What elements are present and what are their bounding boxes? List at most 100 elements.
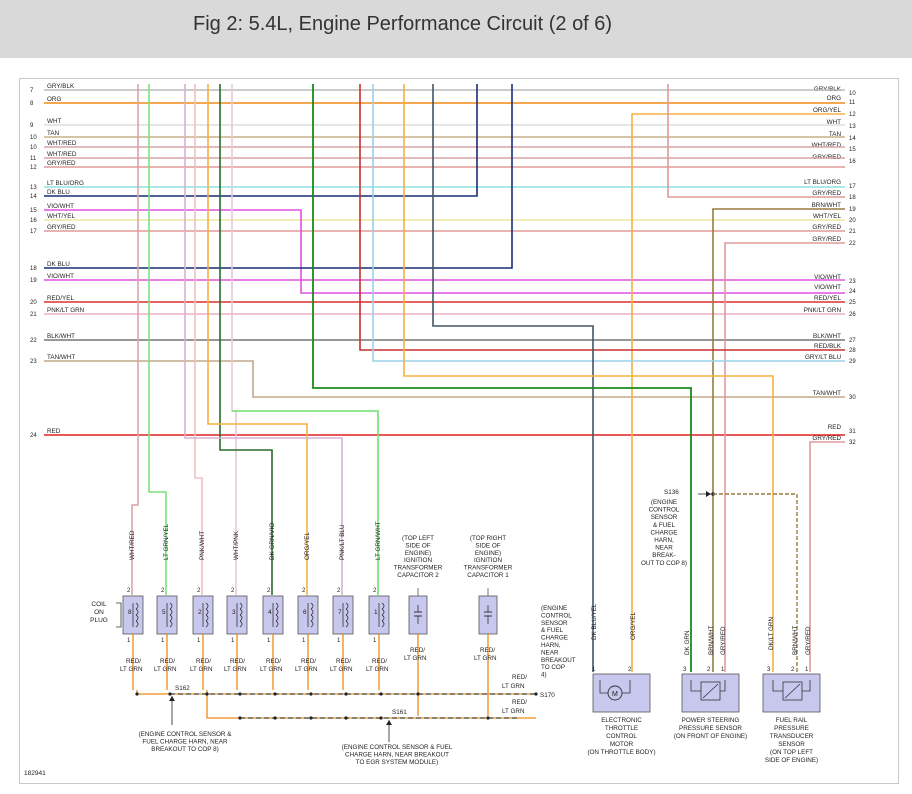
coil-on-plug-label: ON <box>94 609 104 616</box>
component-wire-label: ORG/YEL <box>630 612 637 640</box>
coil-number: 1 <box>374 609 378 616</box>
right-pin-number: 30 <box>849 395 856 401</box>
left-pin-number: 11 <box>30 156 37 162</box>
component-pin: 3 <box>767 667 771 673</box>
splice-dot <box>135 692 139 696</box>
coil-wire-label: LT GRN/YEL <box>163 523 170 560</box>
dk-blu-yel-wire <box>432 84 594 672</box>
note-cop4: CHARGE <box>541 635 568 642</box>
left-wire-label: WHT/RED <box>47 140 77 147</box>
red-lt-grn-label: LT GRN <box>366 666 389 673</box>
red-lt-grn-label: RED/ <box>512 674 527 681</box>
note-s136: OUT TO COP 8) <box>641 560 687 567</box>
right-pin-number: 29 <box>849 359 856 365</box>
pin-label: 1 <box>231 638 235 644</box>
note-cop8-bottom: BREAKOUT TO COP 8) <box>151 746 218 753</box>
coil-wire-label: WHT/RED <box>129 530 136 560</box>
note-cop4: BREAKOUT <box>541 657 576 664</box>
motor-lead <box>599 680 608 694</box>
coil-winding <box>345 602 349 610</box>
left-pin-number: 21 <box>30 312 37 318</box>
pin-label: 2 <box>127 588 131 594</box>
note-cop8-bottom: (ENGINE CONTROL SENSOR & <box>139 731 233 738</box>
component-name: ELECTRONIC <box>601 717 642 724</box>
right-pin-number: 11 <box>849 100 856 106</box>
component-name: THROTTLE <box>605 725 638 732</box>
sensor-lead <box>772 680 783 692</box>
brn-wht-wire-r <box>712 208 845 672</box>
left-wire-label: VIO/WHT <box>47 273 74 280</box>
coil-number: 3 <box>232 609 236 616</box>
note-cop4: 4) <box>541 672 547 679</box>
red-lt-grn-label: LT GRN <box>502 708 525 715</box>
coil-number: 5 <box>162 609 166 616</box>
left-wire-label: WHT/YEL <box>47 213 75 220</box>
coil-winding <box>310 614 314 622</box>
splice-dot <box>486 716 490 720</box>
right-wire-label: ORG <box>827 95 841 102</box>
coil-wire-label: DK GRN/VIO <box>269 523 276 560</box>
coil-winding <box>310 620 314 628</box>
red-lt-grn-label: LT GRN <box>295 666 318 673</box>
right-pin-number: 32 <box>849 440 856 446</box>
gry-red-wire-r2 <box>724 242 845 672</box>
splice-dot <box>309 692 313 696</box>
component-pin: 1 <box>721 667 725 673</box>
capacitor-label: SIDE OF <box>405 542 430 549</box>
note-cop4: HARN, <box>541 642 561 649</box>
component-name: SENSOR <box>778 741 805 748</box>
red-lt-grn-label: RED/ <box>160 658 175 665</box>
left-wire-label: GRY/RED <box>47 160 76 167</box>
gry-lt-blu-wire <box>372 84 845 362</box>
note-cop4: & FUEL <box>541 627 564 634</box>
pin-label: 1 <box>337 638 341 644</box>
note-cop4: TO COP <box>541 664 565 671</box>
coil-wire-dk-grn-vio <box>219 84 273 595</box>
pin-label: 1 <box>127 638 131 644</box>
left-pin-number: 22 <box>30 338 37 344</box>
pin-label: 2 <box>197 588 201 594</box>
component-box <box>681 673 740 713</box>
coil-winding <box>169 620 173 628</box>
coil-winding <box>205 602 209 610</box>
coil-winding <box>310 608 314 616</box>
coil-winding <box>275 620 279 628</box>
pin-label: 1 <box>302 638 306 644</box>
right-pin-number: 26 <box>849 312 856 318</box>
coil-wire-wht-red <box>131 84 139 595</box>
component-wire-label: BRN/WHT <box>792 625 799 655</box>
coil-wire-pnk-wht <box>194 84 203 595</box>
splice-label-s136: S136 <box>664 489 679 496</box>
coil-winding <box>135 602 139 610</box>
red-lt-grn-label: RED/ <box>512 699 527 706</box>
component-name: (ON THROTTLE BODY) <box>587 749 655 756</box>
left-wire-label: VIO/WHT <box>47 203 74 210</box>
capacitor-label: TRANSFORMER <box>394 565 443 572</box>
coil-winding <box>345 608 349 616</box>
capacitor-label: TRANSFORMER <box>464 565 513 572</box>
coil-wire-label: WHT/PNK <box>233 530 240 560</box>
arrow-head-2 <box>386 720 392 725</box>
left-wire-label: ORG <box>47 96 61 103</box>
component-pin: 3 <box>683 667 687 673</box>
left-wire-label: RED <box>47 428 61 435</box>
motor-lead <box>622 680 631 694</box>
red-lt-grn-label: RED/ <box>230 658 245 665</box>
coil-on-plug-label: COIL <box>91 601 107 608</box>
coil-winding <box>205 620 209 628</box>
note-cop4: NEAR <box>541 649 559 656</box>
right-wire-label: TAN <box>829 131 842 138</box>
note-s136: BREAK- <box>652 552 675 559</box>
right-pin-number: 20 <box>849 218 856 224</box>
left-pin-number: 13 <box>30 185 37 191</box>
red-lt-grn-label: LT GRN <box>502 683 525 690</box>
left-wire-label: DK BLU <box>47 189 70 196</box>
left-pin-number: 10 <box>30 145 37 151</box>
pin-label: 2 <box>302 588 306 594</box>
splice-dot <box>273 692 277 696</box>
coil-winding <box>135 614 139 622</box>
right-pin-number: 23 <box>849 279 856 285</box>
component-wire-label: DK/LT GRN <box>768 617 775 650</box>
header-bar: Fig 2: 5.4L, Engine Performance Circuit … <box>0 0 912 58</box>
